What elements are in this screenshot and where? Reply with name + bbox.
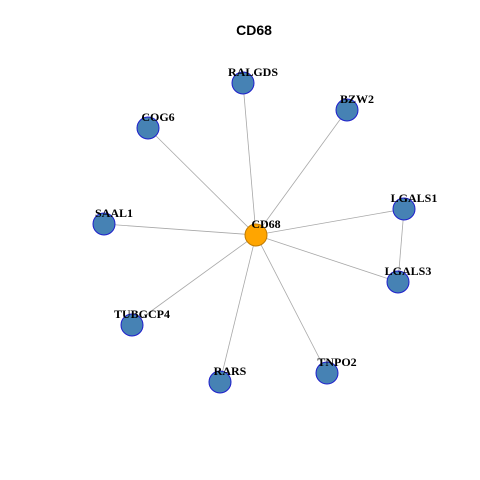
node-label-rars: RARS (214, 364, 247, 378)
diagram-title: CD68 (236, 22, 272, 38)
node-cd68 (244, 223, 268, 247)
node-cog6 (136, 116, 160, 140)
node-ralgds (231, 71, 255, 95)
node-label-tubgcp4: TUBGCP4 (114, 307, 170, 321)
edge-lgals1-lgals3 (397, 208, 405, 283)
edge-cd68-cog6 (147, 127, 257, 236)
edge-cd68-saal1 (103, 223, 257, 236)
node-tubgcp4 (120, 313, 144, 337)
node-bzw2 (335, 98, 359, 122)
edge-cd68-tnpo2 (255, 234, 328, 374)
nodes-layer: CD68 RALGDS BZW2COG6LGALS1SAAL1LGALS3TUBGC… (92, 65, 438, 394)
edge-cd68-tubgcp4 (131, 234, 257, 326)
edge-cd68-ralgds (242, 82, 257, 236)
node-label-tnpo2: TNPO2 (317, 355, 356, 369)
node-saal1 (92, 212, 116, 236)
node-label-cd68: CD68 (251, 217, 280, 231)
node-label-saal1: SAAL1 (95, 206, 133, 220)
edge-cd68-lgals1 (255, 208, 405, 236)
edges-layer (103, 82, 405, 383)
node-lgals3 (386, 270, 410, 294)
edge-cd68-rars (219, 234, 257, 383)
node-lgals1 (392, 197, 416, 221)
node-label-ralgds: RALGDS (228, 65, 278, 79)
node-label-cog6: COG6 (141, 110, 174, 124)
edge-cd68-lgals3 (255, 234, 399, 283)
node-label-bzw2: BZW2 (340, 92, 374, 106)
node-rars (208, 370, 232, 394)
edge-cd68-bzw2 (255, 109, 348, 236)
node-tnpo2 (315, 361, 339, 385)
node-label-lgals3: LGALS3 (385, 264, 432, 278)
node-label-lgals1: LGALS1 (391, 191, 438, 205)
